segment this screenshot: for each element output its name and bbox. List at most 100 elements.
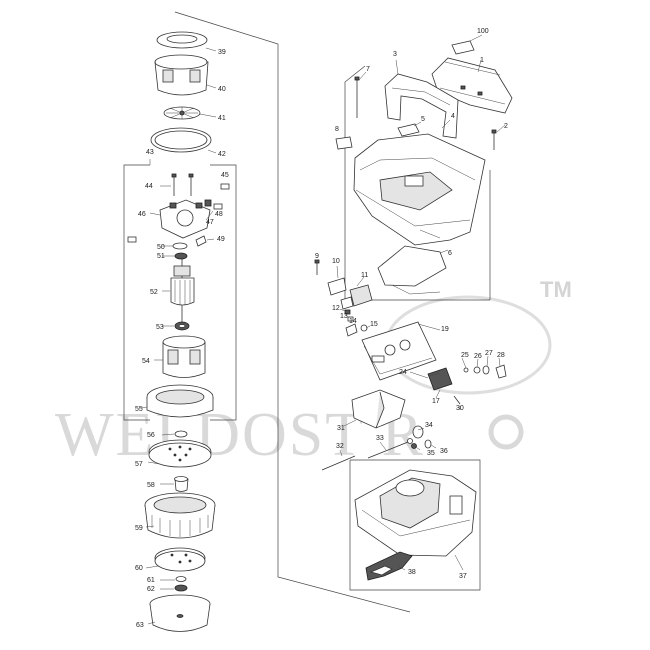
- callout-39: 39: [218, 49, 226, 56]
- callout-32: 32: [336, 443, 344, 450]
- callout-55: 55: [135, 406, 143, 413]
- callout-51: 51: [157, 253, 165, 260]
- part-46-brush-holder: [149, 199, 211, 239]
- part-6-cover: [377, 245, 449, 295]
- callout-53: 53: [156, 324, 164, 331]
- part-33-rod: [367, 438, 413, 459]
- part-100-label: [451, 34, 483, 55]
- callout-49: 49: [217, 236, 225, 243]
- callout-19: 19: [441, 326, 449, 333]
- callout-58: 58: [147, 482, 155, 489]
- callout-10: 10: [332, 258, 340, 265]
- callout-33: 33: [376, 435, 384, 442]
- callout-25: 25: [461, 352, 469, 359]
- callout-31: 31: [337, 425, 345, 432]
- callout-36: 36: [440, 448, 448, 455]
- callout-60: 60: [135, 565, 143, 572]
- part-30-screw: [453, 395, 461, 410]
- callout-48: 48: [215, 211, 223, 218]
- part-47-48-brush-caps: [204, 199, 223, 221]
- callout-50: 50: [157, 244, 165, 251]
- callout-26: 26: [474, 353, 482, 360]
- callout-2: 2: [504, 123, 508, 130]
- part-15-clip: [345, 323, 371, 337]
- callout-38: 38: [408, 569, 416, 576]
- callout-7: 7: [366, 66, 370, 73]
- part-34-cap: [412, 425, 425, 439]
- callout-9: 9: [315, 253, 319, 260]
- watermark-tm: TM: [540, 277, 572, 302]
- callout-52: 52: [150, 289, 158, 296]
- part-31-bracket: [343, 389, 406, 429]
- part-54-field: [154, 335, 206, 378]
- part-63-bowl: [147, 594, 211, 632]
- callout-37: 37: [459, 573, 467, 580]
- part-61-62-nut: [160, 576, 188, 592]
- callout-56: 56: [147, 432, 155, 439]
- part-57-disc: [147, 439, 212, 468]
- callout-54: 54: [142, 358, 150, 365]
- part-17-24-module: [409, 367, 453, 399]
- callout-59: 59: [135, 525, 143, 532]
- callout-100: 100: [477, 28, 489, 35]
- callout-43: 43: [146, 149, 154, 156]
- part-49-clip: [195, 235, 215, 247]
- left-column-parts: [123, 31, 237, 632]
- part-19-panel: [361, 321, 441, 381]
- callout-27: 27: [485, 350, 493, 357]
- callout-30: 30: [456, 405, 464, 412]
- callout-40: 40: [218, 86, 226, 93]
- callout-11: 11: [361, 272, 368, 279]
- part-41-fan: [163, 106, 217, 120]
- part-12-13-14-small: [339, 308, 354, 322]
- part-50-washer: [162, 242, 188, 250]
- leader-4: [441, 119, 451, 129]
- right-assembly-parts: [314, 34, 513, 591]
- top-housing: [353, 133, 486, 246]
- part-37-base: [354, 469, 477, 571]
- callout-3: 3: [393, 51, 397, 58]
- part-38-foot: [365, 551, 413, 581]
- callout-28: 28: [497, 352, 505, 359]
- part-9-10-switch: [314, 259, 373, 310]
- part-56-washer: [161, 430, 188, 438]
- part-1-grip: [431, 57, 513, 114]
- callout-4: 4: [451, 113, 455, 120]
- part-5-label: [397, 121, 422, 137]
- part-39-ring: [156, 31, 217, 52]
- callout-47: 47: [206, 219, 214, 226]
- part-40-cap: [154, 54, 217, 96]
- part-52-armature: [162, 258, 195, 325]
- callout-14: 14: [349, 318, 357, 325]
- callout-44: 44: [145, 183, 153, 190]
- part-60-disc: [145, 547, 206, 572]
- part-7-screw: [354, 71, 367, 118]
- callout-41: 41: [218, 115, 226, 122]
- callout-45: 45: [221, 172, 229, 179]
- callout-1: 1: [480, 57, 484, 64]
- callout-63: 63: [136, 622, 144, 629]
- part-58-cup: [160, 476, 189, 492]
- callout-12: 12: [332, 305, 340, 312]
- callout-5: 5: [421, 116, 425, 123]
- part-35-36-nuts: [411, 439, 437, 451]
- part-42-ring: [150, 127, 217, 154]
- callout-8: 8: [335, 126, 339, 133]
- callout-17: 17: [432, 398, 440, 405]
- callout-15: 15: [370, 321, 378, 328]
- callout-57: 57: [135, 461, 143, 468]
- callout-61: 61: [147, 577, 155, 584]
- callout-24: 24: [399, 369, 407, 376]
- callout-labels: 100 1 2 3 4 5 6 7 8 9 10 11 12 13 14 15 …: [135, 28, 508, 629]
- part-32-rod: [321, 449, 356, 471]
- part-51-bearing: [162, 252, 188, 260]
- callout-34: 34: [425, 422, 433, 429]
- part-55-frame: [139, 384, 214, 418]
- part-25-28-knobs: [461, 355, 507, 379]
- callout-35: 35: [427, 450, 435, 457]
- callout-46: 46: [138, 211, 146, 218]
- part-3-handle: [384, 59, 459, 139]
- part-45-brush: [127, 183, 230, 243]
- part-59-housing: [144, 492, 216, 539]
